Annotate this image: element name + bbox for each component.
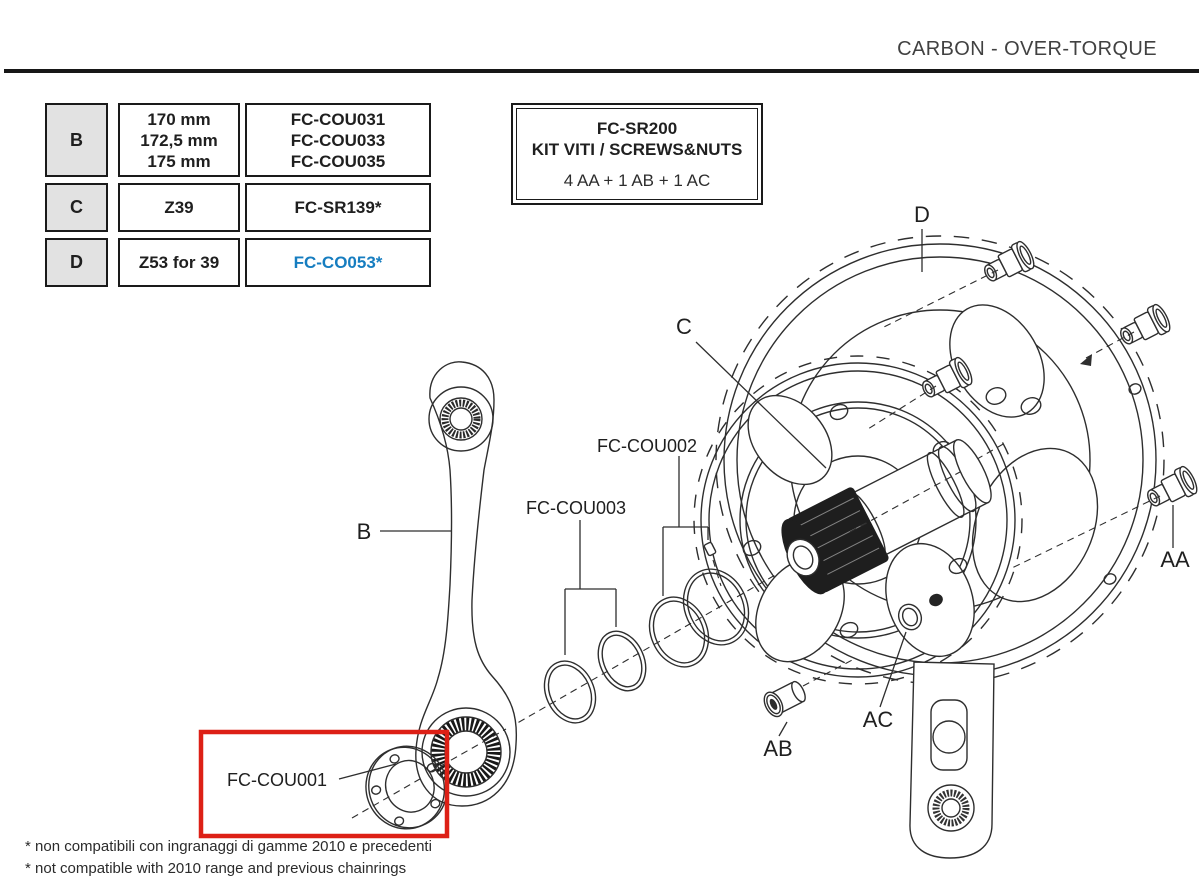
label-b: B [357, 519, 372, 544]
part-fc-cou001-flange [365, 745, 448, 830]
footnote-english: * not compatible with 2010 range and pre… [25, 860, 407, 877]
row-key-c: C [70, 197, 83, 217]
row-key-cell: B [45, 103, 108, 177]
label-ab: AB [763, 736, 792, 761]
spec-cell: 170 mm 172,5 mm 175 mm [118, 103, 240, 177]
washer-ac [897, 603, 923, 631]
label-fc-cou002: FC-COU002 [597, 436, 697, 456]
bolts-aa [867, 238, 1201, 569]
footnote-italian: * non compatibili con ingranaggi di gamm… [25, 838, 432, 855]
page-title: CARBON - OVER-TORQUE [897, 38, 1157, 60]
bolt-ab [763, 657, 857, 718]
part-code: FC-COU033 [290, 130, 386, 150]
code-cell: FC-COU031 FC-COU033 FC-COU035 [245, 103, 431, 177]
row-key-cell: C [45, 183, 108, 232]
spec-line: 170 mm [147, 109, 211, 129]
label-c: C [676, 314, 692, 339]
left-crank-arm [415, 361, 518, 807]
label-ac: AC [863, 707, 894, 732]
label-aa: AA [1160, 547, 1190, 572]
leader-lines [338, 229, 1174, 780]
part-fc-cou003-washers [543, 630, 647, 724]
code-cell: FC-SR139* [245, 183, 431, 232]
row-key-cell: D [45, 238, 108, 287]
row-key-b: B [70, 129, 83, 150]
spec-line: 172,5 mm [140, 130, 218, 150]
spec-line: Z53 for 39 [138, 253, 220, 272]
axis-over-crank-boss [429, 728, 507, 773]
axis-over-axle [849, 471, 961, 533]
table-row-d: D Z53 for 39 FC-CO053* [45, 238, 431, 287]
header-rule [4, 69, 1199, 73]
label-d: D [914, 202, 930, 227]
crank-axle [781, 438, 992, 595]
spec-cell: Z39 [118, 183, 240, 232]
spec-line: Z39 [164, 198, 194, 217]
part-code: FC-COU035 [290, 151, 386, 171]
row-key-d: D [70, 252, 83, 272]
code-cell: FC-CO053* [245, 238, 431, 287]
chainring-d [715, 235, 1165, 685]
right-crank-arm [909, 661, 995, 859]
kit-box: FC-SR200 KIT VITI / SCREWS&NUTS 4 AA + 1… [511, 103, 763, 205]
kit-code: FC-SR200 [596, 119, 678, 138]
part-fc-cou002-circlips [648, 541, 750, 668]
part-code: FC-COU031 [290, 109, 386, 129]
label-fc-cou003: FC-COU003 [526, 498, 626, 518]
table-row-c: C Z39 FC-SR139* [45, 183, 431, 232]
part-code-highlighted: FC-CO053* [293, 253, 383, 272]
table-row-b: B 170 mm 172,5 mm 175 mm FC-COU031 FC-CO… [45, 103, 431, 177]
highlight-box-fc-cou001 [198, 729, 450, 839]
kit-name: KIT VITI / SCREWS&NUTS [531, 140, 743, 159]
part-code: FC-SR139* [294, 198, 382, 217]
kit-contents: 4 AA + 1 AB + 1 AC [563, 171, 711, 190]
spec-line: 175 mm [147, 151, 211, 171]
label-fc-cou001: FC-COU001 [227, 770, 327, 790]
kit-box-inner: FC-SR200 KIT VITI / SCREWS&NUTS 4 AA + 1… [516, 108, 758, 200]
spec-cell: Z53 for 39 [118, 238, 240, 287]
